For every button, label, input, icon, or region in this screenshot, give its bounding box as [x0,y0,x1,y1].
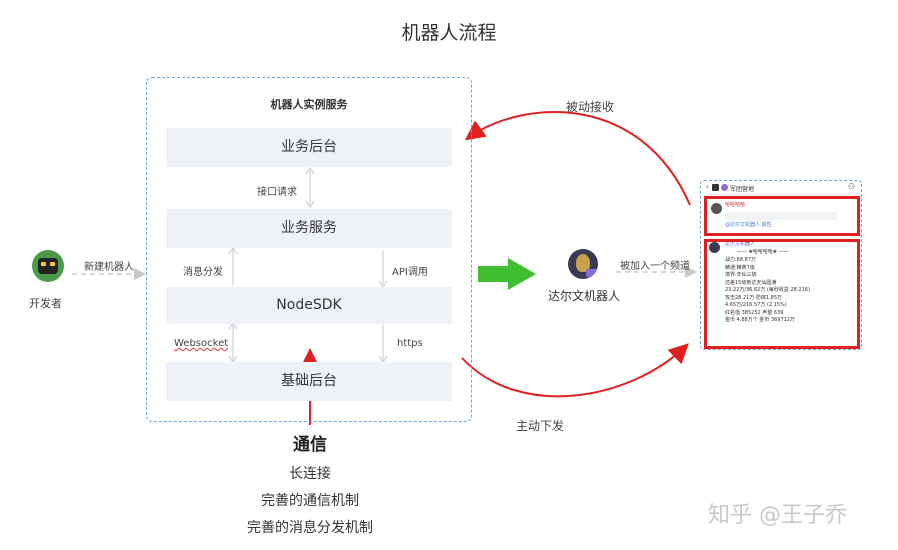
green-arrow [478,258,536,290]
developer-action: 新建机器人 [84,262,134,273]
chat-line: 攻击28.21万 防御1.85万 [725,294,783,301]
chat-line: 战力:68.87万 [725,257,756,263]
service-title: 机器人实例服务 [270,98,348,111]
label-message-dispatch: 消息分发 [183,267,223,278]
layer-business-service: 业务服务 [166,209,452,248]
chat-line: 金币 4.88万个 金币 369712万 [725,317,795,323]
watermark: 知乎 @王子乔 [708,503,847,528]
robot-mini-icon [721,184,728,191]
chat-line: @达尔文机器人 属性 [725,222,772,228]
chat-line: 精通:精英7级 [725,264,755,271]
robot-join-label: 被加入一个频道 [620,261,690,272]
chat-line: 还差15级到达天仙圆满 [725,279,777,286]
label-interface-request: 接口请求 [257,187,297,198]
phone-header-title: 军团营地 [730,186,755,193]
chat-line: 红名值 385252 声望 639 [725,309,784,316]
channel-icon [712,184,719,191]
communication-line-2: 完善的通信机制 [261,493,359,509]
robot-reply-avatar [709,242,720,253]
chat-line: 哈哈哈哈 [725,202,746,208]
passive-label: 被动接收 [566,100,615,114]
passive-arrow [464,111,691,206]
user-icon: ⚇ [847,182,855,191]
back-chevron-icon: ‹ [706,183,709,191]
robot-label: 达尔文机器人 [548,289,621,303]
phone-header: ‹ 军团营地 ⚇ [701,181,861,195]
phone-screenshot: ‹ 军团营地 ⚇ 哈哈哈哈 @达尔文机器人 属性 达尔文机器人 —— ❀哈哈哈哈… [700,180,862,350]
layer-nodesdk: NodeSDK [166,287,452,324]
highlight-robot-reply [704,239,860,349]
active-arrow [461,343,689,398]
highlight-user-message [704,196,860,236]
developer-avatar [32,250,64,282]
sender-avatar [711,203,722,214]
service-box [146,77,472,422]
chat-line: 达尔文机器人 [725,241,756,247]
chat-line: 4.65万/216.57万 (2.15%) [725,302,787,308]
layer-base-backend: 基础后台 [166,362,452,401]
communication-line-1: 长连接 [289,466,331,482]
active-label: 主动下发 [516,419,565,433]
quote-bubble [725,212,837,220]
diagram-title: 机器人流程 [401,22,497,44]
label-https: https [397,338,423,349]
communication-title: 通信 [293,435,327,455]
label-websocket: Websocket [174,338,229,349]
chat-line: 境界:天仙三转 [725,272,757,278]
robot-avatar [568,249,598,279]
chat-line: 23.22万/36.62万 (每秒收益 28.216) [725,287,810,293]
communication-line-3: 完善的消息分发机制 [247,520,373,536]
label-api-call: API调用 [392,267,428,278]
layer-business-backend: 业务后台 [166,128,452,167]
developer-label: 开发者 [29,297,62,310]
chat-line: —— ❀哈哈哈哈❀ —— [737,249,789,255]
